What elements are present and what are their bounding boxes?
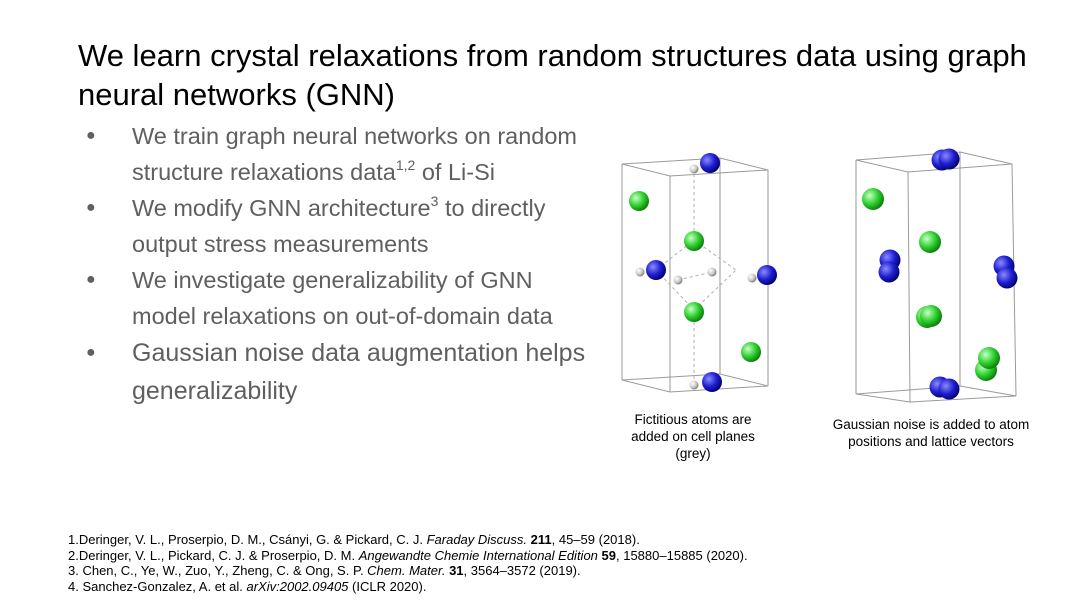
grey-atom bbox=[689, 380, 699, 390]
caption-line: Gaussian noise is added to atom bbox=[832, 417, 1030, 432]
reference-pages: , 45–59 (2018). bbox=[551, 532, 640, 547]
reference-journal: arXiv:2002.09405 bbox=[246, 578, 349, 594]
blue-atom bbox=[700, 153, 720, 173]
unit-cell-lines bbox=[855, 151, 1017, 403]
caption-line: positions and lattice vectors bbox=[848, 434, 1014, 449]
green-atom bbox=[862, 188, 884, 210]
bullet-item: ● We modify GNN architecture3 to directly… bbox=[78, 190, 588, 262]
caption-line: added on cell planes bbox=[631, 429, 755, 444]
green-atom bbox=[684, 231, 704, 251]
bullet-text: We train graph neural networks on random… bbox=[132, 123, 577, 185]
reference-pages: (ICLR 2020). bbox=[348, 578, 427, 594]
green-atom bbox=[978, 347, 1000, 369]
reference-item: 2.Deringer, V. L., Pickard, C. J. & Pros… bbox=[68, 548, 1048, 564]
blue-atom bbox=[646, 260, 666, 280]
reference-item: 3. Chen, C., Ye, W., Zuo, Y., Zheng, C. … bbox=[68, 563, 1048, 579]
blue-atom bbox=[938, 148, 960, 170]
crystal-cell-noise-figure bbox=[855, 148, 1018, 403]
green-atom bbox=[920, 305, 942, 327]
reference-volume: 31 bbox=[449, 563, 464, 578]
reference-volume: 211 bbox=[530, 532, 552, 547]
reference-volume: 59 bbox=[601, 547, 616, 563]
green-atom bbox=[684, 302, 704, 322]
bullet-text: We investigate generalizability of GNN m… bbox=[132, 267, 553, 329]
reference-pages: , 15880–15885 (2020). bbox=[616, 547, 748, 563]
blue-atom bbox=[757, 265, 777, 285]
left-figure-caption: Fictitious atoms are added on cell plane… bbox=[607, 411, 779, 462]
caption-line: (grey) bbox=[675, 446, 711, 461]
references: 1.Deringer, V. L., Proserpio, D. M., Csá… bbox=[68, 532, 1048, 594]
green-atom bbox=[741, 342, 761, 362]
bullet-dot-icon: ● bbox=[86, 344, 96, 361]
grey-atom bbox=[707, 267, 717, 277]
bullet-dot-icon: ● bbox=[86, 127, 96, 144]
bullet-dot-icon: ● bbox=[86, 199, 96, 216]
bullet-item: ● Gaussian noise data augmentation helps … bbox=[78, 334, 588, 410]
right-figure-caption: Gaussian noise is added to atom position… bbox=[812, 416, 1050, 450]
reference-authors: 4. Sanchez-Gonzalez, A. et al. bbox=[68, 578, 247, 594]
slide-title: We learn crystal relaxations from random… bbox=[78, 38, 1027, 112]
reference-journal: Chem. Mater. bbox=[367, 563, 446, 578]
bullet-item: ● We investigate generalizability of GNN … bbox=[78, 262, 588, 334]
grey-atom bbox=[747, 273, 757, 283]
grey-atom bbox=[635, 267, 645, 277]
bullet-citation: 3 bbox=[430, 193, 439, 209]
grey-atom bbox=[689, 164, 699, 174]
reference-item: 4. Sanchez-Gonzalez, A. et al. arXiv:200… bbox=[68, 579, 1048, 595]
bullet-citation: 1,2 bbox=[395, 157, 416, 173]
reference-journal: Faraday Discuss. bbox=[426, 532, 528, 547]
bullet-text-after: to directly output stress measurements bbox=[132, 195, 546, 257]
reference-authors: 1.Deringer, V. L., Proserpio, D. M., Csá… bbox=[68, 532, 427, 547]
blue-atom bbox=[878, 261, 900, 283]
blue-atom bbox=[996, 267, 1018, 289]
crystal-cell-fictitious-figure bbox=[621, 153, 777, 393]
bullet-dot-icon: ● bbox=[86, 271, 96, 288]
grey-atom bbox=[673, 275, 683, 285]
green-atom bbox=[629, 191, 649, 211]
reference-authors: 2.Deringer, V. L., Pickard, C. J. & Pros… bbox=[68, 547, 359, 563]
caption-line: Fictitious atoms are bbox=[634, 412, 752, 427]
bullet-text: We modify GNN architecture bbox=[132, 195, 431, 221]
bullet-text-after: of Li-Si bbox=[415, 159, 495, 185]
reference-journal: Angewandte Chemie International Edition bbox=[358, 547, 598, 563]
bullet-item: ● We train graph neural networks on rando… bbox=[78, 118, 588, 190]
bullet-text: Gaussian noise data augmentation helps g… bbox=[132, 339, 586, 405]
blue-atom bbox=[938, 378, 960, 400]
reference-authors: 3. Chen, C., Ye, W., Zuo, Y., Zheng, C. … bbox=[68, 563, 368, 578]
bullet-list: ● We train graph neural networks on rando… bbox=[78, 118, 588, 410]
green-atom bbox=[919, 231, 941, 253]
reference-pages: , 3564–3572 (2019). bbox=[463, 563, 581, 578]
reference-item: 1.Deringer, V. L., Proserpio, D. M., Csá… bbox=[68, 532, 1048, 548]
blue-atom bbox=[702, 372, 722, 392]
